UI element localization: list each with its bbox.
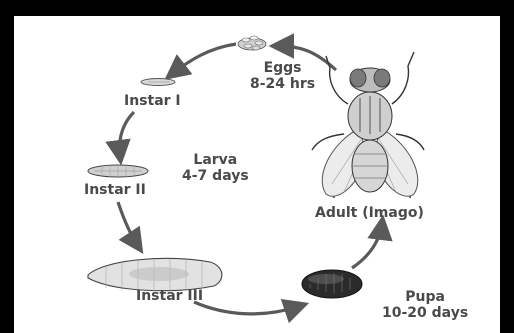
arrow-instar1-to-instar2 [120, 112, 134, 156]
arrow-instar3-to-pupa [194, 302, 300, 314]
eggs-illustration [238, 36, 266, 50]
pupa-label: Pupa 10-20 days [382, 289, 468, 321]
adult-fly-illustration [312, 52, 424, 198]
instar1-larva-illustration [141, 79, 175, 86]
arrow-pupa-to-adult [352, 224, 382, 268]
instar3-name: Instar III [136, 288, 203, 304]
eggs-name: Eggs [250, 60, 315, 76]
adult-label: Adult (Imago) [315, 205, 424, 221]
instar1-name: Instar I [124, 93, 181, 109]
instar2-larva-illustration [88, 165, 148, 177]
adult-name: Adult (Imago) [315, 205, 424, 221]
life-cycle-panel: Eggs 8-24 hrs Instar I Larva 4-7 days In… [14, 16, 500, 333]
larva-duration: 4-7 days [182, 168, 249, 184]
larva-label: Larva 4-7 days [182, 152, 249, 184]
instar1-label: Instar I [124, 93, 181, 109]
eggs-duration: 8-24 hrs [250, 76, 315, 92]
arrow-eggs-to-instar1 [172, 44, 236, 74]
pupa-name: Pupa [382, 289, 468, 305]
arrow-instar2-to-instar3 [118, 202, 138, 246]
larva-name: Larva [182, 152, 249, 168]
instar3-larva-illustration [88, 258, 222, 292]
instar3-label: Instar III [136, 288, 203, 304]
pupa-illustration [302, 270, 362, 298]
instar2-name: Instar II [84, 182, 146, 198]
eggs-label: Eggs 8-24 hrs [250, 60, 315, 92]
pupa-duration: 10-20 days [382, 305, 468, 321]
instar2-label: Instar II [84, 182, 146, 198]
